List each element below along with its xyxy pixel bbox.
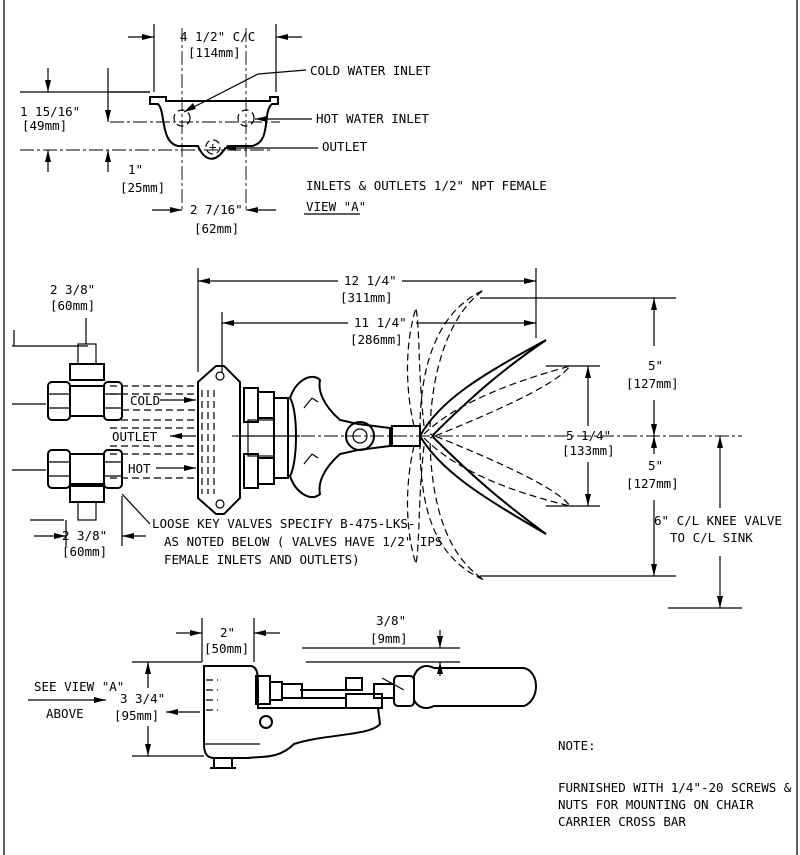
cold-water-inlet-label: COLD WATER INLET bbox=[310, 63, 431, 78]
side-height-mm: [95mm] bbox=[114, 708, 159, 723]
view-a-caption: VIEW "A" bbox=[306, 199, 366, 214]
above-label: ABOVE bbox=[46, 706, 84, 721]
side-height-in: 3 3/4" bbox=[120, 691, 165, 706]
plan-up-in: 5" bbox=[648, 358, 663, 373]
plan-swing-in: 5 1/4" bbox=[566, 428, 611, 443]
view-a-width-in: 2 7/16" bbox=[190, 202, 243, 217]
plan-overall-mm: [311mm] bbox=[340, 290, 393, 305]
tee-top-mm: [60mm] bbox=[50, 298, 95, 313]
knee-valve-line-2: TO C/L SINK bbox=[670, 530, 753, 545]
tee-bottom-in: 2 3/8" bbox=[62, 528, 107, 543]
valve-note-line-2: AS NOTED BELOW ( VALVES HAVE 1/2" IPS bbox=[164, 534, 442, 549]
view-a-height-in: 1 15/16" bbox=[20, 104, 80, 119]
hot-water-inlet-label: HOT WATER INLET bbox=[316, 111, 429, 126]
plan-swing-mm: [133mm] bbox=[562, 443, 615, 458]
plan-down-mm: [127mm] bbox=[626, 476, 679, 491]
view-a-drawing: + bbox=[20, 24, 318, 213]
note-line-2: NUTS FOR MOUNTING ON CHAIR bbox=[558, 797, 754, 812]
see-view-a-label: SEE VIEW "A" bbox=[34, 679, 124, 694]
svg-text:+: + bbox=[209, 139, 217, 154]
valve-note-line-1: LOOSE KEY VALVES SPECIFY B-475-LKS- bbox=[152, 516, 415, 531]
outlet-label: OUTLET bbox=[322, 139, 368, 154]
plan-reach-in: 11 1/4" bbox=[354, 315, 407, 330]
tee-top-in: 2 3/8" bbox=[50, 282, 95, 297]
view-a-offset-in: 1" bbox=[128, 162, 143, 177]
tee-bottom-mm: [60mm] bbox=[62, 544, 107, 559]
view-a-height-mm: [49mm] bbox=[22, 118, 67, 133]
view-a-width-mm: [62mm] bbox=[194, 221, 239, 236]
view-a-offset-mm: [25mm] bbox=[120, 180, 165, 195]
side-lift-mm: [9mm] bbox=[370, 631, 408, 646]
side-view-drawing bbox=[28, 618, 537, 769]
plan-overall-in: 12 1/4" bbox=[344, 273, 397, 288]
cold-port-label: COLD bbox=[130, 393, 160, 408]
note-line-3: CARRIER CROSS BAR bbox=[558, 814, 686, 829]
hot-port-label: HOT bbox=[128, 461, 151, 476]
note-heading: NOTE: bbox=[558, 738, 596, 753]
plan-view-drawing bbox=[12, 268, 742, 609]
note-line-1: FURNISHED WITH 1/4"-20 SCREWS & bbox=[558, 780, 792, 795]
side-depth-mm: [50mm] bbox=[204, 641, 249, 656]
side-lift-in: 3/8" bbox=[376, 613, 406, 628]
view-a-cc-in: 4 1/2" C/C bbox=[180, 29, 255, 44]
plan-up-mm: [127mm] bbox=[626, 376, 679, 391]
view-a-cc-mm: [114mm] bbox=[188, 45, 241, 60]
valve-note-line-3: FEMALE INLETS AND OUTLETS) bbox=[164, 552, 360, 567]
plan-reach-mm: [286mm] bbox=[350, 332, 403, 347]
npt-note: INLETS & OUTLETS 1/2" NPT FEMALE bbox=[306, 178, 547, 193]
outlet-port-label: OUTLET bbox=[112, 429, 158, 444]
side-depth-in: 2" bbox=[220, 625, 235, 640]
knee-valve-line-1: 6" C/L KNEE VALVE bbox=[654, 513, 782, 528]
plan-down-in: 5" bbox=[648, 458, 663, 473]
